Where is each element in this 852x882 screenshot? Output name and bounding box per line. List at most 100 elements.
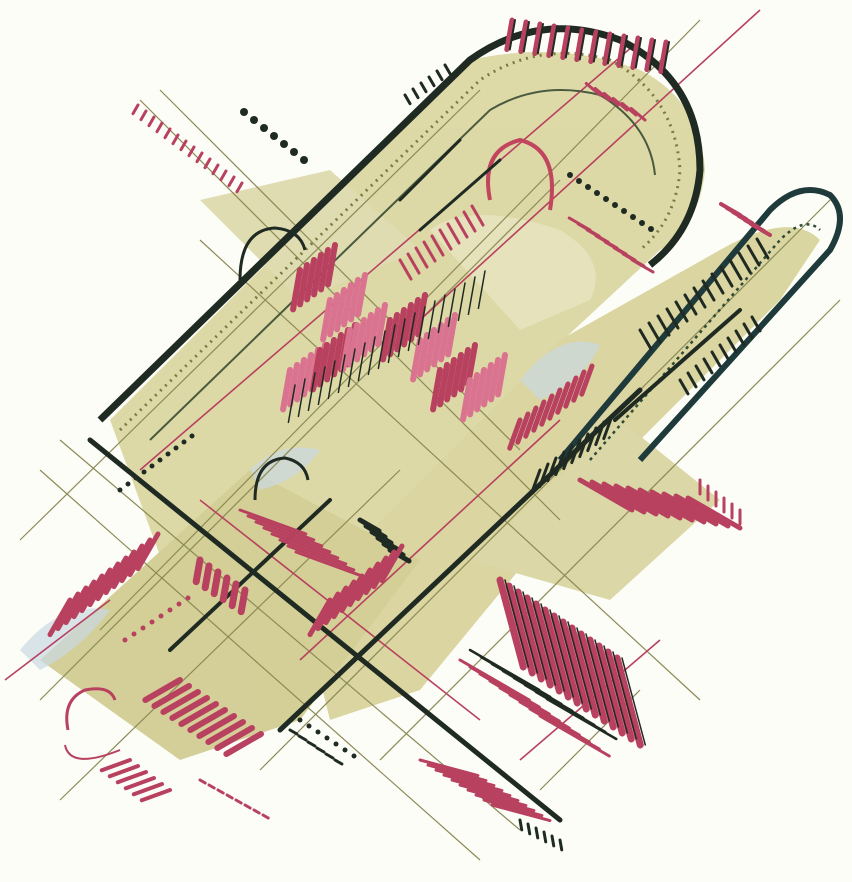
slab-shadows-mark (377, 330, 386, 370)
upper-mid-rain-mark (438, 228, 453, 251)
mid-right-dark-mark (530, 468, 542, 495)
slab-shadows-mark (327, 360, 336, 400)
upper-left-rain-mark (163, 127, 172, 140)
bottom-left-dots-mark (207, 783, 216, 790)
left-dots-row2-dot (140, 625, 146, 631)
upper-left-rain-mark (147, 115, 156, 128)
bottom-stripes-mark (474, 793, 536, 813)
lower-block-edges-mark (594, 639, 620, 728)
bottom-left-dots-mark (234, 798, 243, 805)
mid-right-bars-mark (555, 381, 571, 415)
right-comb-mark (746, 244, 761, 267)
arch-dots-dot (585, 184, 591, 190)
center-pink-diag-mark (323, 585, 349, 626)
upper-mid-rain-mark (446, 222, 461, 245)
lower-left-stack-mark (187, 707, 228, 733)
arch-dots-dot (603, 196, 609, 202)
central-slab-4-mark (424, 327, 437, 373)
central-slab-1-mark (310, 347, 323, 393)
bottom-dots-dot (324, 735, 330, 741)
central-slab-8-mark (327, 292, 340, 338)
left-pink-grid-mark (127, 537, 153, 578)
central-slab-8-mark (341, 282, 354, 328)
lower-block (496, 576, 644, 749)
arch-ticks-mark (611, 96, 629, 112)
right-red-stack-mark (613, 483, 671, 519)
lower-block-mark (595, 642, 626, 737)
right-comb (638, 237, 770, 351)
slab-shadows-mark (417, 306, 426, 346)
left-dots-row2-dot (185, 595, 191, 601)
mid-right-dark-mark (578, 432, 590, 459)
upper-left-rain-mark (203, 157, 212, 170)
lower-block-mark (505, 582, 536, 677)
arch-ticks-mark (620, 101, 638, 117)
right-hook-teeth-mark (750, 315, 762, 333)
mid-right-dark-mark (602, 414, 614, 441)
bottom-stripes (418, 758, 552, 823)
lower-block-edges-mark (531, 597, 557, 686)
upper-mid-rain2-mark (630, 258, 655, 274)
lower-left-stack-mark (151, 683, 192, 709)
lower-left-stack-mark (178, 701, 219, 727)
upper-mid-rain-mark (398, 258, 413, 281)
right-comb-mark (647, 321, 662, 344)
bottom-left-dots-mark (198, 778, 207, 785)
lower-block-mark (532, 600, 563, 695)
central-slab-5-mark (430, 367, 443, 413)
central-slab-4-mark (410, 337, 423, 383)
bottom-stripes-mark (482, 798, 544, 818)
slab-shadows-mark (317, 366, 326, 406)
central-slab-4-mark (438, 317, 451, 363)
lower-left-stack-mark (223, 731, 264, 757)
lower-block-mark (514, 588, 545, 683)
slab-shadows-mark (367, 336, 376, 376)
lower-block-edges (504, 579, 647, 746)
bottom-dark-ticks-mark (324, 752, 335, 760)
arch-dots-dot (612, 202, 618, 208)
central-slab-6-mark (460, 377, 473, 423)
left-blocks-mark (237, 586, 249, 616)
top-comb-mark (560, 25, 571, 61)
right-red-stack-mark (685, 495, 743, 531)
upper-mid-rain (398, 204, 485, 281)
left-pink-grid-mark (95, 561, 121, 602)
central-slab-8-mark (348, 277, 361, 323)
bottom-dark-ticks-mark (333, 758, 344, 766)
upper-dots (240, 108, 308, 164)
dark-strokes (87, 138, 742, 823)
upper-left-rain-mark (227, 175, 236, 188)
bottom-stripes-mark (458, 783, 520, 803)
slab-shadows-mark (357, 342, 366, 382)
central-slab-5-mark (444, 357, 457, 403)
right-hook-teeth-mark (734, 329, 746, 347)
slab-shadows-mark (337, 354, 346, 394)
upper-dots-dot (300, 156, 308, 164)
top-comb-mark (574, 27, 585, 63)
central-slab-7-mark (290, 267, 303, 313)
central-slab-6-mark (495, 352, 508, 398)
right-red-stack-mark (661, 491, 719, 527)
right-hook-teeth-mark (710, 350, 722, 368)
lower-left-stack-mark (205, 719, 246, 745)
left-dots-row-dot (141, 469, 147, 475)
lower-left-stack-mark (196, 713, 237, 739)
right-comb-mark (638, 328, 653, 351)
slab-shadows (287, 270, 486, 424)
upper-left-rain-mark (171, 133, 180, 146)
central-slab-0-mark (294, 357, 307, 403)
left-dots-row-dot (157, 457, 163, 463)
bottom-ticks-mark (526, 822, 532, 836)
bottom-dots-dot (333, 741, 339, 747)
central-slab-4-mark (431, 322, 444, 368)
right-comb-mark (710, 272, 725, 295)
left-blocks (192, 556, 249, 616)
mid-right-bars-mark (547, 387, 563, 421)
left-pink-grid-mark (79, 573, 105, 614)
bottom-dark-ticks-mark (306, 740, 317, 748)
slab-shadows-mark (407, 312, 416, 352)
lower-dark-stripes-mark (545, 697, 618, 741)
top-comb-shadow-mark (578, 29, 586, 61)
top-comb-mark (630, 35, 641, 71)
upper-left-rain-mark (235, 181, 244, 194)
